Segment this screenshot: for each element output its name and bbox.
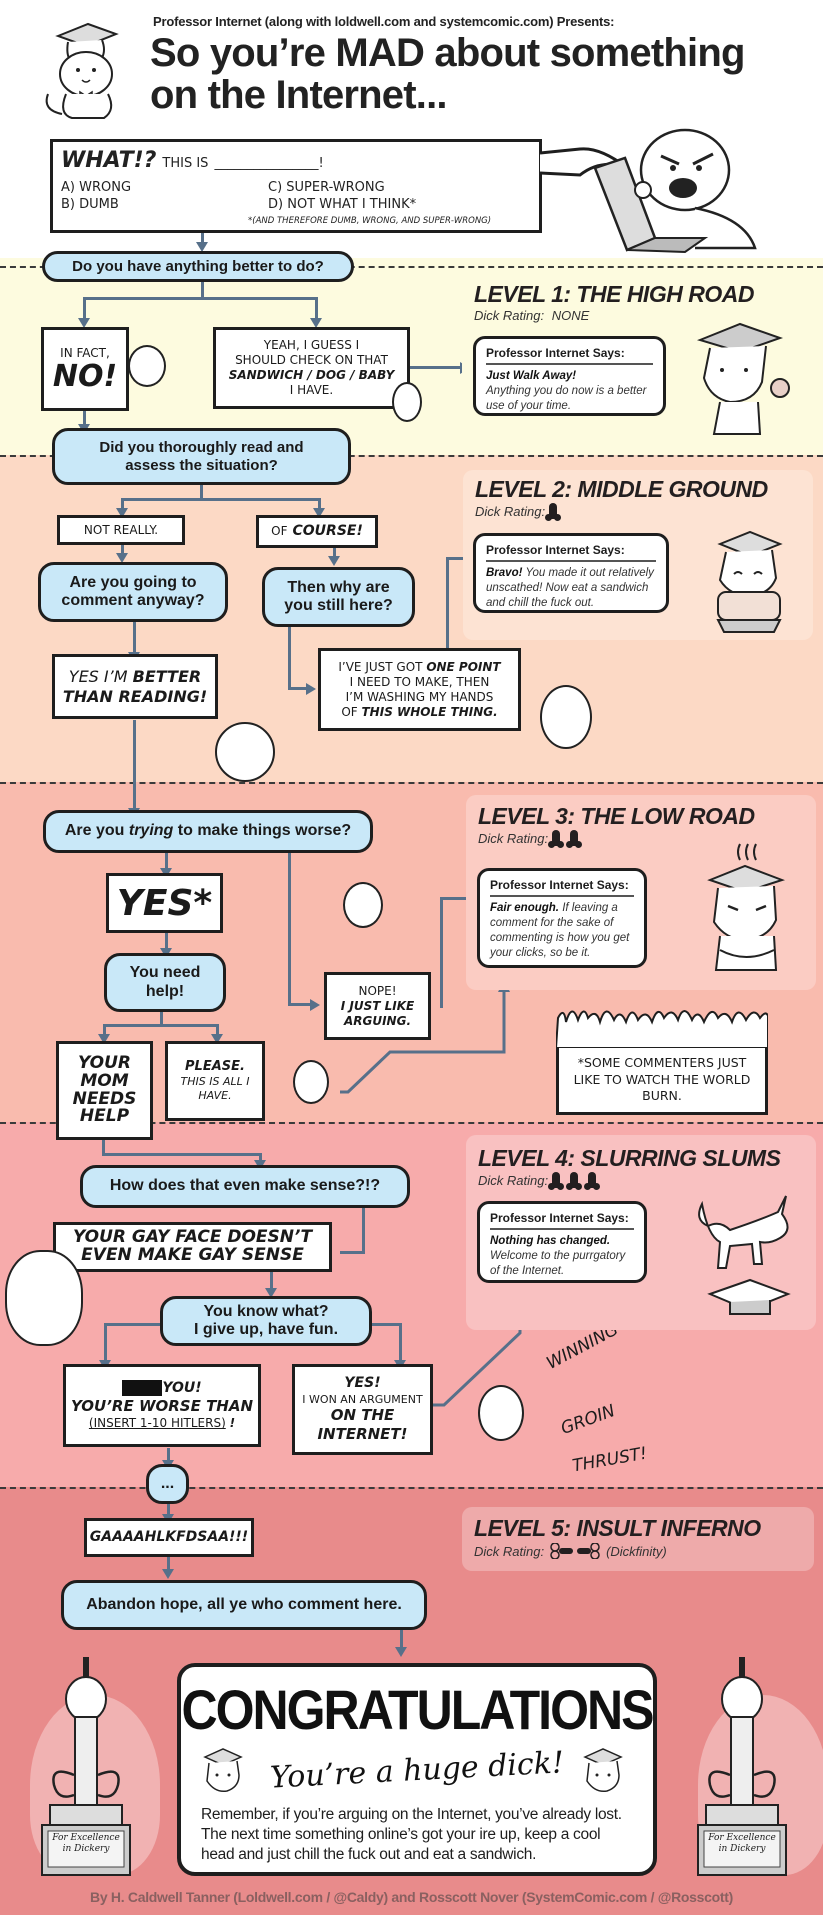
this-is-label: THIS IS <box>162 156 209 171</box>
dick-rating-icon <box>545 503 562 521</box>
answer-gay-face[interactable]: YOUR GAY FACE DOESN’T EVEN MAKE GAY SENS… <box>53 1222 332 1272</box>
page-title-line2: on the Internet... <box>150 73 448 117</box>
grumpy-cat-with-pipe-icon <box>690 840 800 975</box>
final-advice: Remember, if you’re arguing on the Inter… <box>201 1806 622 1864</box>
dick-rating-icon <box>548 830 565 848</box>
level3-professor-says: Professor Internet Says: Fair enough. If… <box>477 868 647 968</box>
answer-better-than-reading[interactable]: YES I’M BETTER THAN READING! <box>52 654 218 719</box>
question-give-up[interactable]: You know what? I give up, have fun. <box>160 1296 372 1346</box>
divider-3 <box>0 782 823 784</box>
censored-word <box>122 1379 163 1396</box>
what-exclaim: WHAT!? <box>61 148 157 173</box>
level3-rating: Dick Rating: <box>478 830 583 848</box>
congratulations-card: CONGRATULATIONS You’re a huge dick! Reme… <box>177 1663 657 1876</box>
nervous-stick-figure-icon <box>293 1060 329 1104</box>
shrugging-stick-figure-icon <box>343 882 383 928</box>
question-comment-anyway[interactable]: Are you going to comment anyway? <box>38 562 228 622</box>
question-trying-worse[interactable]: Are you trying to make things worse? <box>43 810 373 853</box>
question-better-to-do[interactable]: Do you have anything better to do? <box>42 251 354 282</box>
grad-cat-left-icon <box>203 1745 243 1795</box>
answer-in-fact-no[interactable]: IN FACT, NO! <box>41 327 129 411</box>
professor-cat-icon <box>38 14 138 122</box>
answer-just-like-arguing[interactable]: NOPE! I JUST LIKE ARGUING. <box>324 972 431 1040</box>
credits-footer: By H. Caldwell Tanner (Loldwell.com / @C… <box>90 1889 733 1905</box>
thinking-stick-figure-icon <box>392 382 422 422</box>
level3-title: LEVEL 3: THE LOW ROAD <box>478 803 755 829</box>
ellipsis-step[interactable]: ... <box>146 1464 189 1504</box>
presenter-line: Professor Internet (along with loldwell.… <box>153 14 615 29</box>
level2-rating: Dick Rating: <box>475 503 562 521</box>
trophy-right-icon: For Excellence in Dickery <box>686 1655 806 1880</box>
cat-with-sandwich-icon <box>690 528 800 636</box>
dickfinity-icon <box>550 1543 600 1559</box>
question-you-need-help[interactable]: You need help! <box>104 953 226 1012</box>
answer-worse-than-hitlers[interactable]: YOU! YOU’RE WORSE THAN (INSERT 1-10 HITL… <box>63 1364 261 1447</box>
divider-2 <box>0 455 823 457</box>
question-still-here[interactable]: Then why are you still here? <box>262 567 415 627</box>
dick-rating-icon <box>584 1172 601 1190</box>
level4-title: LEVEL 4: SLURRING SLUMS <box>478 1145 781 1171</box>
level2-professor-says: Professor Internet Says: Bravo! You made… <box>473 533 669 613</box>
grumpy-stick-figure-icon <box>128 345 166 387</box>
answer-please-all-i-have[interactable]: PLEASE. THIS IS ALL I HAVE. <box>165 1041 265 1121</box>
answer-won-argument[interactable]: YES! I WON AN ARGUMENT ON THE INTERNET! <box>292 1364 433 1455</box>
plaque-text-1: For Excellence <box>708 1833 776 1843</box>
answer-check-on-sandwich[interactable]: YEAH, I GUESS I SHOULD CHECK ON THAT SAN… <box>213 327 410 409</box>
plaque-text-2: in Dickery <box>718 1843 766 1854</box>
cat-with-apple-icon <box>680 318 800 438</box>
level4-rating: Dick Rating: <box>478 1172 601 1190</box>
walking-away-cat-icon <box>690 1190 800 1320</box>
smug-stick-figure-icon <box>478 1385 524 1441</box>
level4-professor-says: Professor Internet Says: Nothing has cha… <box>477 1201 647 1283</box>
option-d: D) NOT WHAT I THINK* <box>268 197 417 212</box>
level5-rating: Dick Rating: (Dickfinity) <box>474 1543 667 1559</box>
dick-rating-icon <box>548 1172 565 1190</box>
option-c: C) SUPER-WRONG <box>268 180 385 195</box>
answer-one-point[interactable]: I’VE JUST GOT ONE POINT I NEED TO MAKE, … <box>318 648 521 731</box>
grad-cat-right-icon <box>583 1745 623 1795</box>
level5-title: LEVEL 5: INSULT INFERNO <box>474 1515 761 1541</box>
statement-abandon-hope[interactable]: Abandon hope, all ye who comment here. <box>61 1580 427 1630</box>
level1-professor-says: Professor Internet Says: Just Walk Away!… <box>473 336 666 416</box>
plaque-text-1: For Excellence <box>52 1833 120 1843</box>
dick-rating-icon <box>566 830 583 848</box>
option-b: B) DUMB <box>61 197 119 212</box>
fuming-stick-figure-icon <box>540 685 592 749</box>
dick-rating-icon <box>566 1172 583 1190</box>
trophy-left-icon: For Excellence in Dickery <box>30 1655 150 1880</box>
question-make-sense[interactable]: How does that even make sense?!? <box>80 1165 410 1208</box>
raging-face-icon <box>5 1250 83 1346</box>
answer-not-really[interactable]: NOT REALLY. <box>57 515 185 545</box>
answer-your-mom-needs-help[interactable]: YOUR MOM NEEDS HELP <box>56 1041 153 1140</box>
intro-footnote: *(AND THEREFORE DUMB, WRONG, AND SUPER-W… <box>248 216 492 226</box>
divider-4 <box>0 1122 823 1124</box>
option-a: A) WRONG <box>61 180 132 195</box>
screaming-stick-figure-icon <box>215 722 275 782</box>
flames-icon <box>556 1010 768 1048</box>
plaque-text-2: in Dickery <box>62 1843 110 1854</box>
blank-line: ________________! <box>214 156 324 171</box>
question-read-assess[interactable]: Did you thoroughly read and assess the s… <box>52 428 351 485</box>
level2-title: LEVEL 2: MIDDLE GROUND <box>475 476 768 502</box>
congratulations-heading: CONGRATULATIONS <box>181 1678 655 1742</box>
level1-rating: Dick Rating: NONE <box>474 308 590 323</box>
divider-1 <box>0 266 823 268</box>
level1-title: LEVEL 1: THE HIGH ROAD <box>474 281 754 307</box>
page-title-line1: So you’re MAD about something <box>150 31 745 75</box>
level5-panel: LEVEL 5: INSULT INFERNO Dick Rating: (Di… <box>462 1507 814 1571</box>
divider-5 <box>0 1487 823 1489</box>
angry-person-laptop-icon <box>575 128 765 260</box>
answer-yes-asterisk[interactable]: YES* <box>106 873 223 933</box>
fire-footnote-box: *SOME COMMENTERS JUST LIKE TO WATCH THE … <box>556 1045 768 1115</box>
what-speech-box: WHAT!? THIS IS ________________! A) WRON… <box>50 139 542 233</box>
answer-gaaaah[interactable]: GAAAAHLKFDSAA!!! <box>84 1518 254 1557</box>
